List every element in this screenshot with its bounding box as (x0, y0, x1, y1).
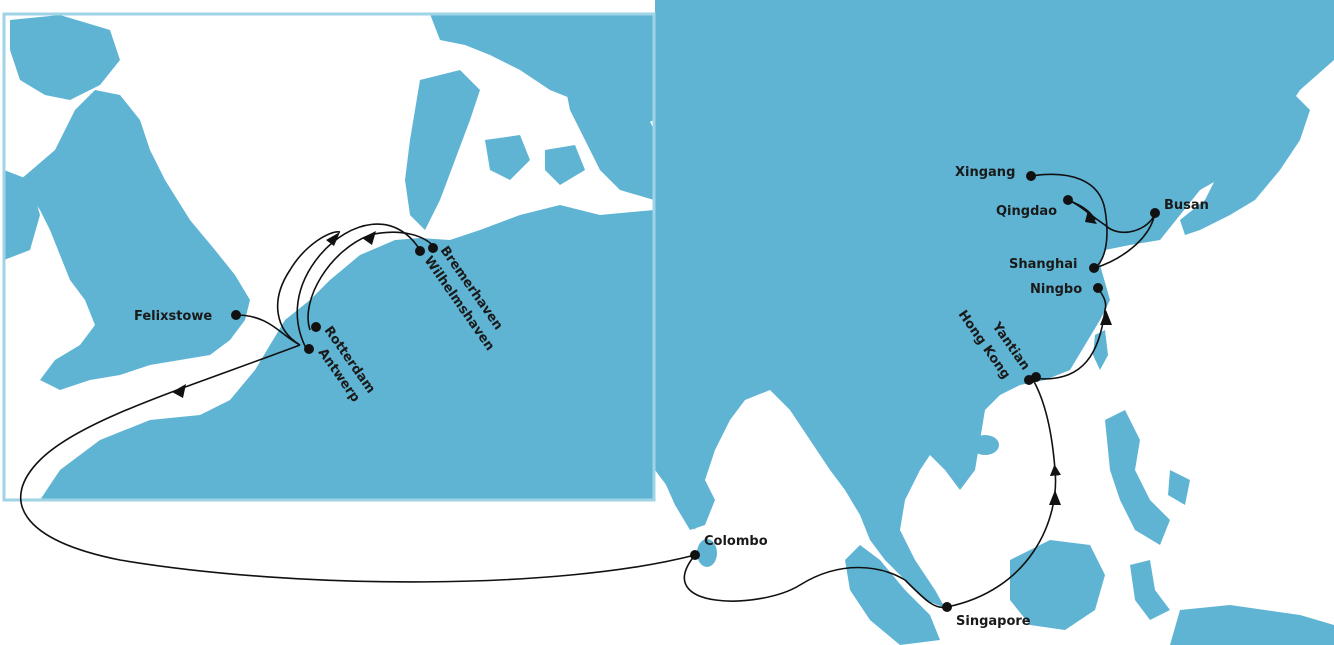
port-dot-wilhelmshaven[interactable] (415, 246, 425, 256)
port-dot-singapore[interactable] (942, 602, 952, 612)
label-felixstowe: Felixstowe (134, 309, 212, 324)
port-dot-xingang[interactable] (1026, 171, 1036, 181)
label-singapore: Singapore (956, 614, 1031, 629)
port-dot-felixstowe[interactable] (231, 310, 241, 320)
port-dot-bremerhaven[interactable] (428, 243, 438, 253)
port-dot-qingdao[interactable] (1063, 195, 1073, 205)
port-dot-busan[interactable] (1150, 208, 1160, 218)
port-dot-colombo[interactable] (690, 550, 700, 560)
port-dot-ningbo[interactable] (1093, 283, 1103, 293)
label-shanghai: Shanghai (1009, 257, 1077, 272)
europe-inset (2, 12, 656, 502)
label-qingdao: Qingdao (996, 204, 1057, 219)
port-dot-antwerp[interactable] (304, 344, 314, 354)
label-ningbo: Ningbo (1030, 282, 1082, 297)
label-xingang: Xingang (955, 165, 1015, 180)
port-dot-shanghai[interactable] (1089, 263, 1099, 273)
shipping-routes (19, 173, 1156, 609)
label-colombo: Colombo (704, 534, 768, 549)
port-dot-rotterdam[interactable] (311, 322, 321, 332)
port-dot-yantian[interactable] (1031, 372, 1041, 382)
label-busan: Busan (1164, 198, 1209, 213)
